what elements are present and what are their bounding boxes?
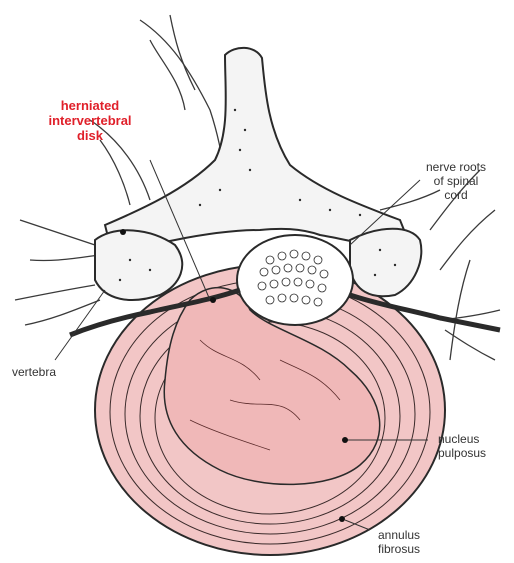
vertebra-label: vertebra [12,365,92,379]
spinous-process [105,48,410,247]
nerve-roots-label: nerve roots of spinal cord [412,160,500,202]
nucleus-pulposus-label: nucleus pulposus [438,432,512,460]
right-transverse-process [350,229,421,297]
left-transverse-process [95,230,182,300]
herniated-disk-label: herniated intervertebral disk [30,98,150,143]
annulus-fibrosus-label: annulus fibrosus [378,528,458,556]
